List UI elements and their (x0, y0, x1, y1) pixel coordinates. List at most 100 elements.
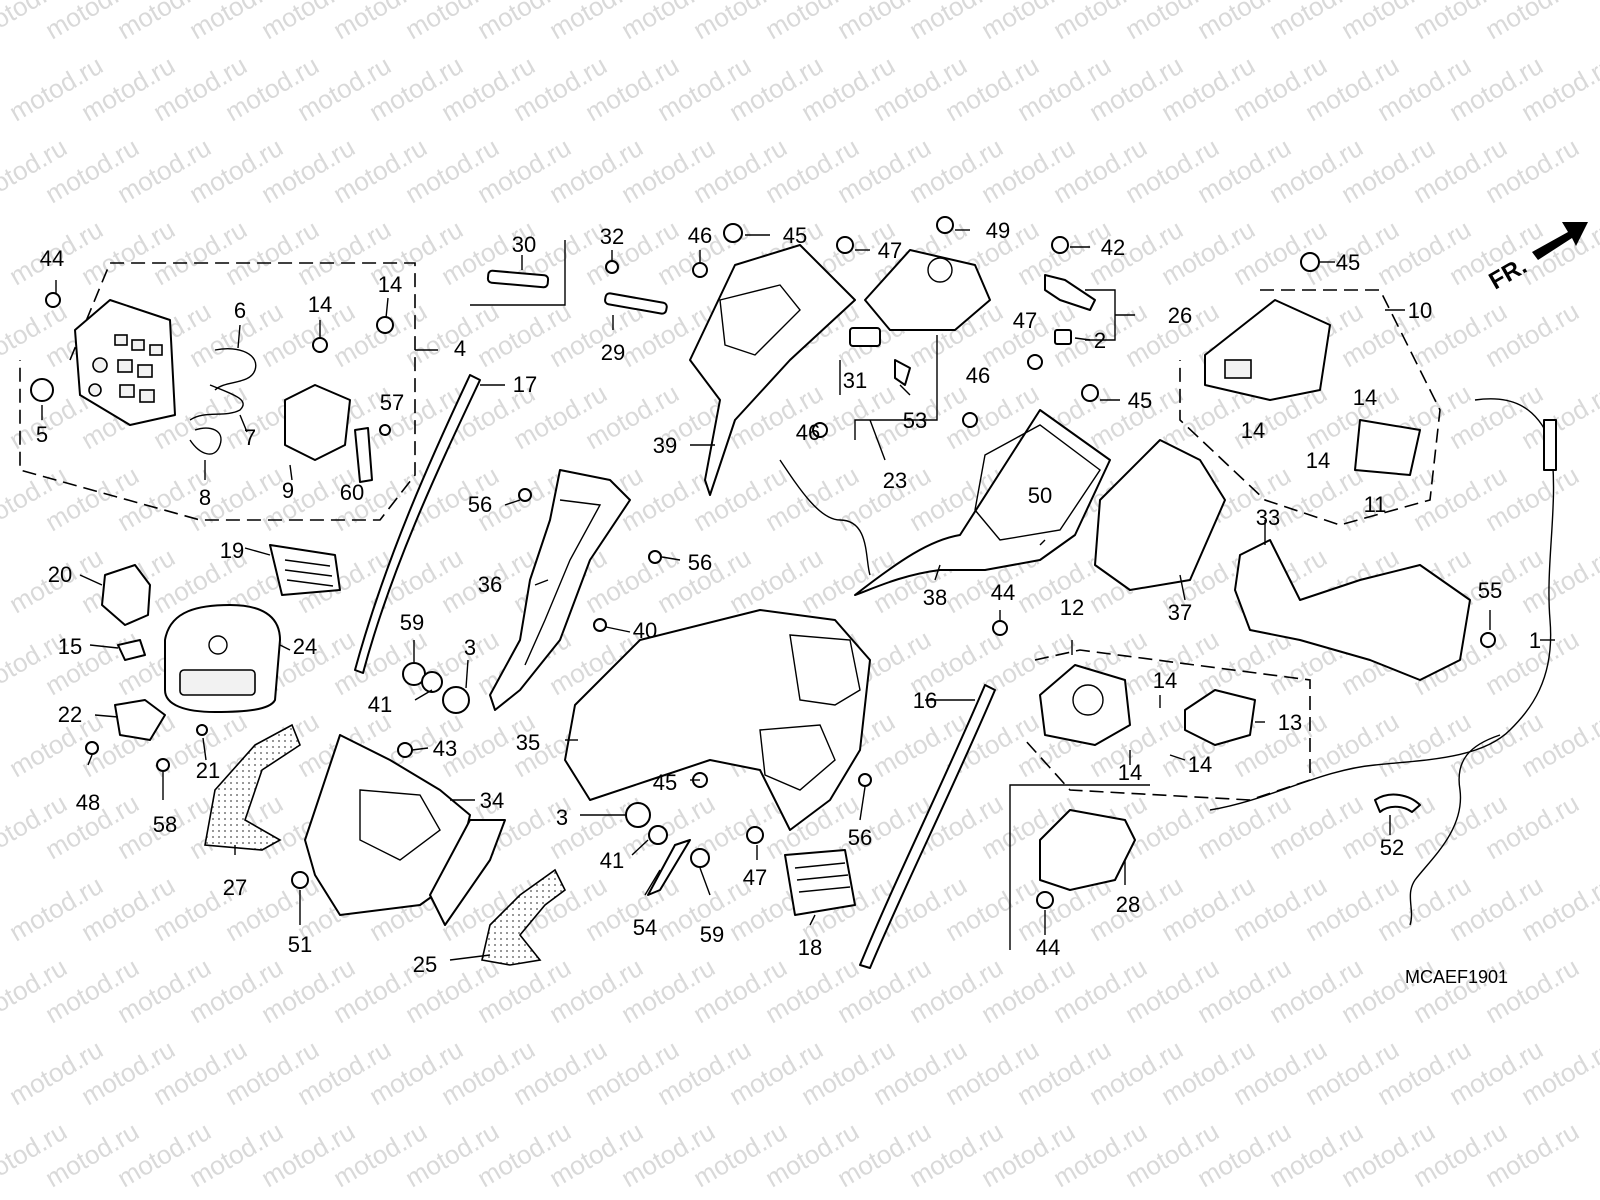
callout-48: 48 (76, 790, 100, 815)
watermark-text: motod.ru (1480, 0, 1584, 45)
callout-47c: 47 (743, 865, 767, 890)
frame-36 (489, 469, 631, 711)
callout-42: 42 (1101, 235, 1125, 260)
screw-45a (723, 223, 743, 243)
callout-26: 26 (1168, 303, 1192, 328)
grommet-59b (690, 848, 710, 868)
screw-45c (1081, 384, 1099, 402)
screw-46c (812, 422, 828, 438)
callout-39: 39 (653, 433, 677, 458)
switch-panel-buttons (88, 334, 163, 403)
top-cover-23 (864, 249, 991, 331)
cable-1-branch (1409, 734, 1501, 926)
fastener-51 (291, 871, 309, 889)
callout-52: 52 (1380, 835, 1404, 860)
callout-5: 5 (36, 422, 48, 447)
vent-18-grille (794, 862, 851, 893)
harness-38 (779, 459, 871, 576)
screw-56a (518, 488, 532, 502)
callout-47a: 47 (878, 238, 902, 263)
callout-45c: 45 (1128, 388, 1152, 413)
callout-30: 30 (512, 232, 536, 257)
leader-lines (41, 229, 1555, 961)
callout-59b: 59 (700, 922, 724, 947)
callout-25: 25 (413, 952, 437, 977)
callout-40: 40 (633, 618, 657, 643)
top-cover-hole (927, 257, 953, 283)
group-4-outline (19, 262, 416, 521)
callout-47b: 47 (1013, 308, 1037, 333)
callout-9: 9 (282, 478, 294, 503)
switch-12-dial (1072, 684, 1104, 716)
callout-14d: 14 (1241, 418, 1265, 443)
screw-48 (85, 741, 99, 755)
callout-51: 51 (288, 932, 312, 957)
callout-8: 8 (199, 485, 211, 510)
box-10-label (1224, 359, 1252, 379)
nut-14a (312, 337, 328, 353)
trim-34-edge (429, 819, 506, 926)
screw-44a (45, 292, 61, 308)
inner-panel-39 (689, 244, 856, 496)
side-panel-35-window-b (759, 724, 836, 791)
knob-5 (30, 378, 54, 402)
screw-57 (379, 424, 391, 436)
frame-36-inner (524, 499, 602, 666)
callout-13: 13 (1278, 710, 1302, 735)
trim-strip-16 (859, 684, 996, 969)
screw-43 (397, 742, 413, 758)
callout-14e: 14 (1306, 448, 1330, 473)
clip-2 (1054, 329, 1072, 345)
harness-6 (214, 348, 257, 391)
callout-45b: 45 (1336, 250, 1360, 275)
callout-41a: 41 (368, 692, 392, 717)
trim-piece-29 (604, 292, 668, 315)
switch-12 (1039, 664, 1131, 746)
callout-3b: 3 (556, 805, 568, 830)
callout-10: 10 (1408, 298, 1432, 323)
screw-47c (746, 826, 764, 844)
bracket-22 (114, 699, 166, 741)
callout-12: 12 (1060, 595, 1084, 620)
callout-56a: 56 (468, 492, 492, 517)
mat-27 (204, 723, 301, 851)
clip-53 (894, 359, 911, 386)
callout-29: 29 (601, 340, 625, 365)
callout-54: 54 (633, 915, 657, 940)
screw-47b (1027, 354, 1043, 370)
callout-33: 33 (1256, 505, 1280, 530)
housing-34-duct (359, 789, 441, 861)
bezel-24-window (179, 669, 256, 696)
side-panel-35 (564, 609, 871, 831)
clip-15 (117, 639, 146, 661)
cap-31 (849, 327, 881, 347)
callout-34: 34 (480, 788, 504, 813)
callout-41b: 41 (600, 848, 624, 873)
bezel-24 (164, 604, 281, 713)
group-10-outline (1179, 289, 1441, 526)
bezel-24-hole (208, 635, 228, 655)
callout-50: 50 (1028, 483, 1052, 508)
console-38-tray (974, 424, 1101, 541)
callout-14g: 14 (1118, 760, 1142, 785)
callout-19: 19 (220, 538, 244, 563)
callout-11: 11 (1364, 492, 1387, 517)
callout-44b: 44 (991, 580, 1015, 605)
callout-57: 57 (380, 390, 404, 415)
vent-19-grille (284, 559, 334, 587)
grommet-41b (648, 825, 668, 845)
callout-35: 35 (516, 730, 540, 755)
clip-32 (605, 260, 619, 274)
cover-33 (1234, 539, 1471, 681)
clamp-52 (1374, 793, 1421, 813)
callout-45d: 45 (653, 770, 677, 795)
callout-18: 18 (798, 935, 822, 960)
screw-44c (1036, 891, 1054, 909)
cover-13 (1184, 689, 1256, 746)
callout-59a: 59 (400, 610, 424, 635)
mat-25 (481, 868, 567, 966)
screw-45b (1300, 252, 1320, 272)
callout-17: 17 (513, 372, 537, 397)
screw-46a (692, 262, 708, 278)
